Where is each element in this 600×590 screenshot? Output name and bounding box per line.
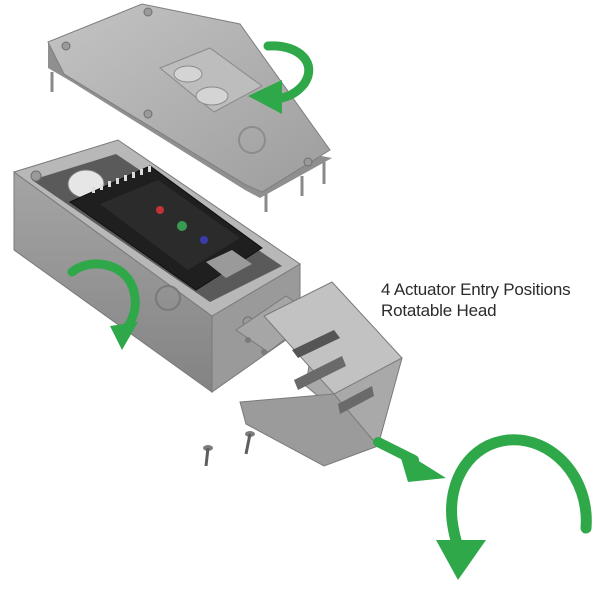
rotation-arrow-head xyxy=(436,434,592,580)
direction-arrow-head xyxy=(373,437,446,482)
screw xyxy=(244,431,255,455)
screws xyxy=(203,431,255,467)
screw xyxy=(203,445,213,467)
lid-cover xyxy=(47,3,332,212)
caption-line-rotatable-head: Rotatable Head xyxy=(381,301,497,320)
rotatable-head xyxy=(235,281,403,467)
caption-line-entry-positions: 4 Actuator Entry Positions xyxy=(381,280,571,299)
rotation-arrow-body xyxy=(67,259,140,350)
rotation-arrow-lid xyxy=(248,41,314,114)
contact-block xyxy=(68,165,263,291)
caption: 4 Actuator Entry Positions Rotatable Hea… xyxy=(381,279,596,321)
